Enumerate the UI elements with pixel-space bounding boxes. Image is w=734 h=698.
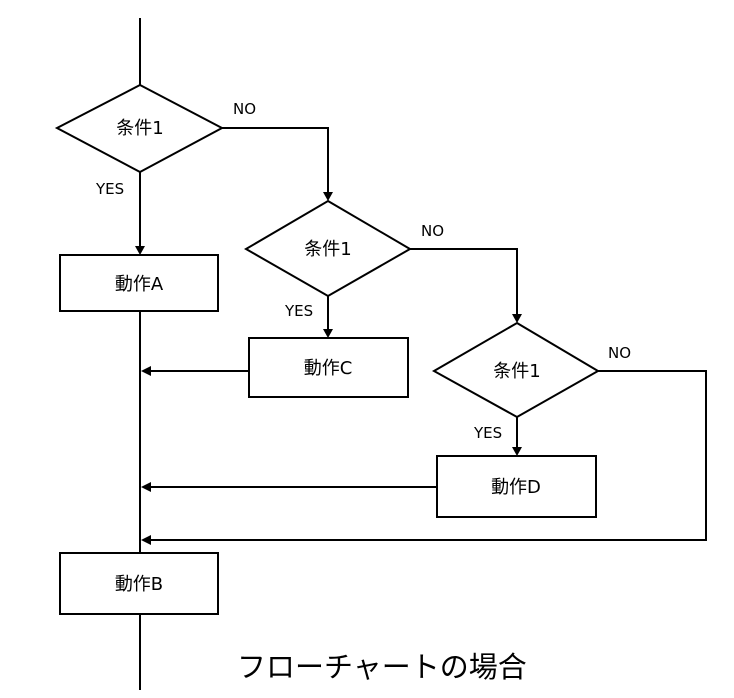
action-box-d (436, 455, 597, 518)
decision-label-2: 条件1 (304, 239, 351, 260)
decision-label-1: 条件1 (116, 118, 163, 139)
flow-line-d3-no (150, 370, 707, 541)
decision-label-3: 条件1 (493, 361, 540, 382)
action-box-a (59, 254, 219, 312)
edge-label-d1-no: NO (233, 100, 256, 118)
edge-label-d3-yes: YES (473, 424, 502, 442)
arrow-head (141, 366, 151, 376)
diagram-caption: フローチャートの場合 (237, 650, 527, 684)
action-label-d: 動作D (491, 477, 541, 498)
arrow-head (135, 246, 145, 255)
edge-label-d3-no: NO (608, 344, 631, 362)
action-label-a: 動作A (115, 274, 164, 295)
decision-diamond-3 (431, 321, 600, 419)
decision-diamond-2 (244, 199, 412, 298)
edge-label-d1-yes: YES (95, 180, 124, 198)
edge-label-d2-yes: YES (284, 302, 313, 320)
action-box-c (248, 337, 409, 398)
edge-label-d2-no: NO (421, 222, 444, 240)
action-label-c: 動作C (304, 358, 353, 379)
flow-line-d1-no (222, 127, 329, 193)
arrow-head (323, 192, 333, 201)
decision-diamond-1 (54, 83, 225, 174)
arrow-head (512, 314, 522, 323)
arrow-head (323, 329, 333, 338)
arrow-head (141, 535, 151, 545)
action-box-b (59, 552, 219, 615)
arrow-head (512, 447, 522, 456)
action-label-b: 動作B (115, 574, 163, 595)
flow-line-d2-no (410, 248, 518, 315)
arrow-head (141, 482, 151, 492)
